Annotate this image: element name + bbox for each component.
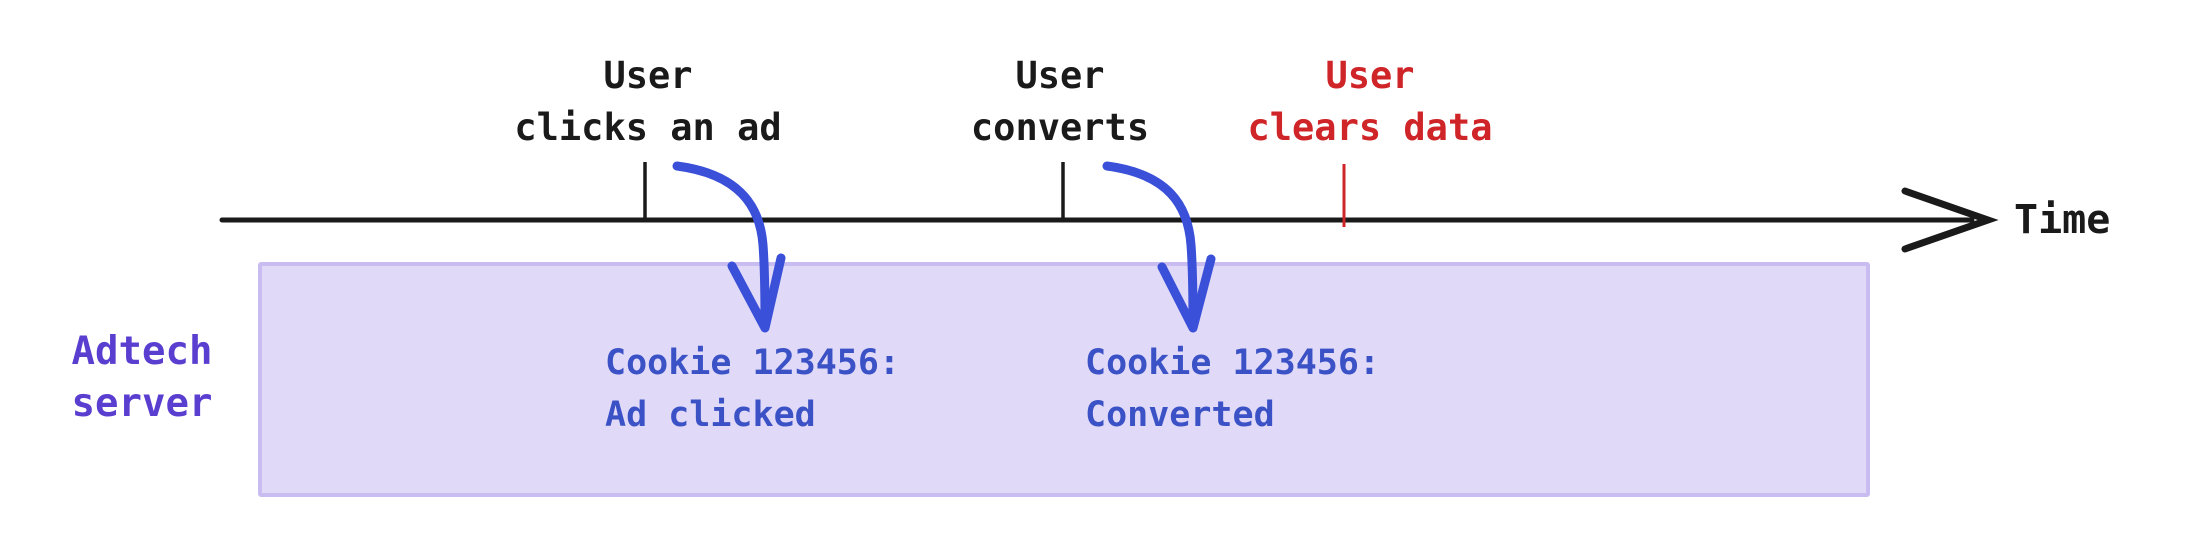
cookie-record-ad-clicked: Cookie 123456: Ad clicked — [605, 343, 901, 435]
timeline-arrowhead — [1901, 187, 1999, 253]
arrow-ad-click-to-server-head — [727, 253, 786, 333]
event-label-ad-click: User clicks an ad — [514, 54, 782, 149]
event-label-clear-data: User clears data — [1247, 54, 1493, 149]
adtech-server-label: Adtech server — [71, 329, 213, 426]
cookie-record-converted: Cookie 123456: Converted — [1085, 343, 1381, 435]
adtech-server-box — [258, 262, 1870, 497]
arrow-conversion-to-server — [1102, 161, 1198, 329]
event-label-conversion: User converts — [970, 54, 1150, 149]
arrow-ad-click-to-server — [672, 161, 770, 329]
arrow-conversion-to-server-head — [1157, 254, 1216, 333]
time-axis-label: Time — [2014, 197, 2111, 243]
